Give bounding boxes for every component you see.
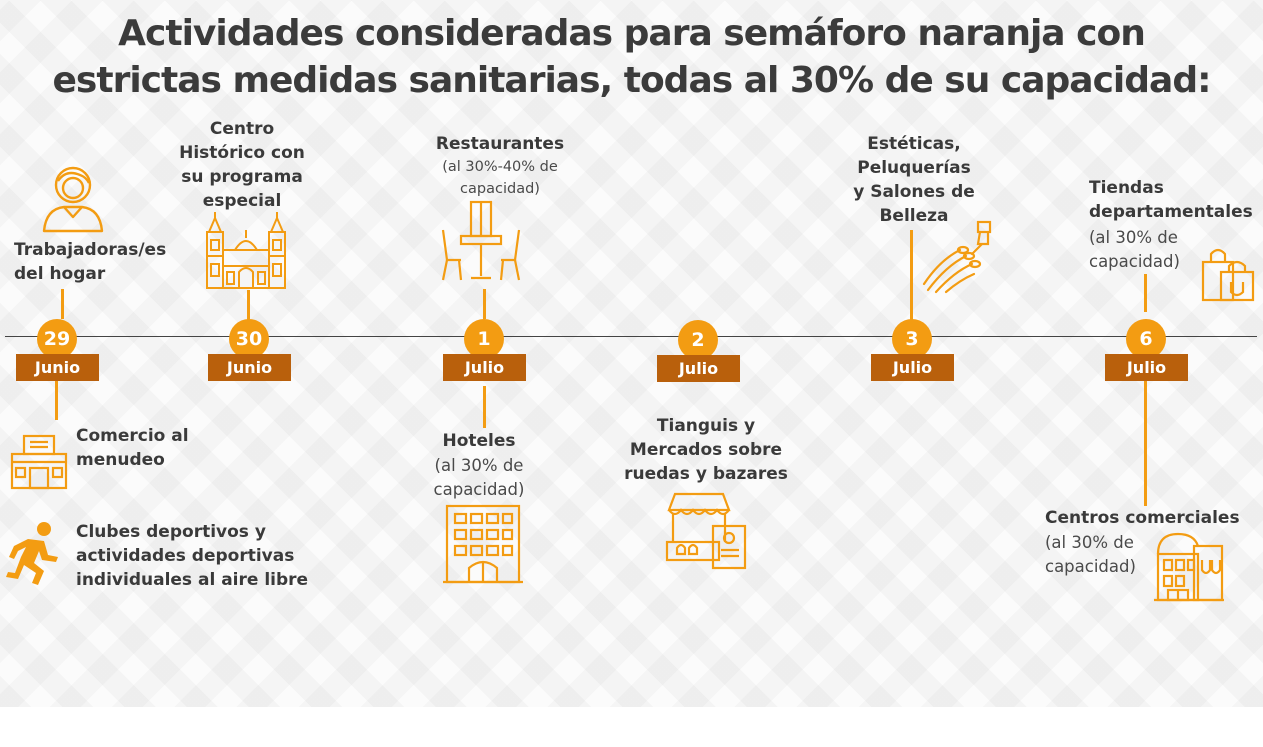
store-icon xyxy=(10,432,68,490)
infographic: Actividades consideradas para semáforo n… xyxy=(0,0,1263,707)
activity-tiendas-note-line-2: capacidad) xyxy=(1089,252,1180,271)
timeline-axis xyxy=(5,336,1257,337)
activity-hoteles-note: (al 30% de capacidad) xyxy=(420,454,538,502)
activity-trabajadoras-line-2: del hogar xyxy=(14,264,106,284)
runner-icon xyxy=(4,521,62,587)
activity-centro-line-3: su programa xyxy=(181,167,303,187)
activity-centro-line-1: Centro xyxy=(209,119,275,139)
date-circle-6: 6 xyxy=(1126,319,1166,359)
nail-polish-icon xyxy=(920,220,996,294)
activity-tianguis: Tianguis y Mercados sobre ruedas y bazar… xyxy=(618,414,794,486)
activity-trabajadoras-line-1: Trabajadoras/es xyxy=(14,240,167,260)
connector-esteticas xyxy=(910,230,913,325)
activity-clubes-line-1: Clubes deportivos y xyxy=(76,522,266,542)
infographic-title: Actividades consideradas para semáforo n… xyxy=(0,10,1263,104)
activity-hoteles-note-line-1: (al 30% de xyxy=(434,456,524,475)
cathedral-icon xyxy=(205,210,287,290)
activity-centros-note: (al 30% de capacidad) xyxy=(1045,531,1136,579)
activity-clubes-line-2: actividades deportivas xyxy=(76,546,295,566)
activity-restaurantes-note-line-2: capacidad) xyxy=(460,181,540,197)
activity-tiendas-note: (al 30% de capacidad) xyxy=(1089,226,1180,274)
mall-icon xyxy=(1154,530,1224,602)
date-circle-3: 3 xyxy=(892,319,932,359)
date-circle-29: 29 xyxy=(37,319,77,359)
activity-esteticas: Estéticas, Peluquerías y Salones de Bell… xyxy=(840,132,988,228)
activity-restaurantes-note: (al 30%-40% de capacidad) xyxy=(420,156,580,200)
restaurant-table-icon xyxy=(439,200,523,282)
title-line-1: Actividades consideradas para semáforo n… xyxy=(118,13,1146,54)
activity-clubes-line-3: individuales al aire libre xyxy=(76,570,309,590)
activity-comercio-line-2: menudeo xyxy=(76,450,165,470)
activity-tiendas-line-2: departamentales xyxy=(1089,202,1253,222)
connector-centros xyxy=(1144,381,1147,506)
month-label-6: Julio xyxy=(1105,354,1188,381)
activity-tiendas: Tiendas departamentales xyxy=(1089,176,1253,224)
date-circle-30: 30 xyxy=(229,319,269,359)
activity-comercio: Comercio al menudeo xyxy=(76,424,189,472)
activity-hoteles-label: Hoteles xyxy=(442,431,516,451)
month-label-3: Julio xyxy=(871,354,954,381)
month-label-29: Junio xyxy=(16,354,99,381)
activity-centros-label: Centros comerciales xyxy=(1045,508,1240,528)
connector-trabajadoras xyxy=(61,289,64,319)
activity-restaurantes-label: Restaurantes xyxy=(435,134,565,154)
connector-comercio xyxy=(55,380,58,420)
activity-centros-note-line-2: capacidad) xyxy=(1045,557,1136,576)
activity-clubes: Clubes deportivos y actividades deportiv… xyxy=(76,520,308,592)
connector-hoteles xyxy=(483,386,486,428)
title-line-2: estrictas medidas sanitarias, todas al 3… xyxy=(52,60,1212,101)
activity-centros-note-line-1: (al 30% de xyxy=(1045,533,1134,552)
activity-tiendas-note-line-1: (al 30% de xyxy=(1089,228,1178,247)
month-label-1: Julio xyxy=(443,354,526,381)
activity-comercio-line-1: Comercio al xyxy=(76,426,189,446)
shopping-bags-icon xyxy=(1199,246,1257,302)
activity-tianguis-line-1: Tianguis y xyxy=(656,416,756,436)
month-label-30: Junio xyxy=(208,354,291,381)
activity-tianguis-line-3: ruedas y bazares xyxy=(624,464,788,484)
activity-centro-line-4: especial xyxy=(202,191,282,211)
market-stall-icon xyxy=(665,492,749,570)
activity-restaurantes-note-line-1: (al 30%-40% de xyxy=(442,159,558,175)
hotel-icon xyxy=(443,504,523,584)
connector-centro xyxy=(247,290,250,320)
connector-tiendas xyxy=(1144,274,1147,312)
activity-tianguis-line-2: Mercados sobre xyxy=(629,440,783,460)
activity-esteticas-line-1: Estéticas, xyxy=(867,134,961,154)
activity-esteticas-line-4: Belleza xyxy=(879,206,949,226)
activity-tiendas-line-1: Tiendas xyxy=(1089,178,1164,198)
date-circle-1: 1 xyxy=(464,319,504,359)
activity-esteticas-line-2: Peluquerías xyxy=(857,158,971,178)
month-label-2: Julio xyxy=(657,355,740,382)
activity-hoteles-note-line-2: capacidad) xyxy=(433,480,525,499)
activity-centro: Centro Histórico con su programa especia… xyxy=(172,117,312,213)
activity-centro-line-2: Histórico con xyxy=(179,143,305,163)
activity-trabajadoras: Trabajadoras/es del hogar xyxy=(14,238,166,286)
date-circle-2: 2 xyxy=(678,320,718,360)
person-icon xyxy=(40,163,106,233)
connector-restaurantes xyxy=(483,289,486,319)
activity-esteticas-line-3: y Salones de xyxy=(853,182,975,202)
